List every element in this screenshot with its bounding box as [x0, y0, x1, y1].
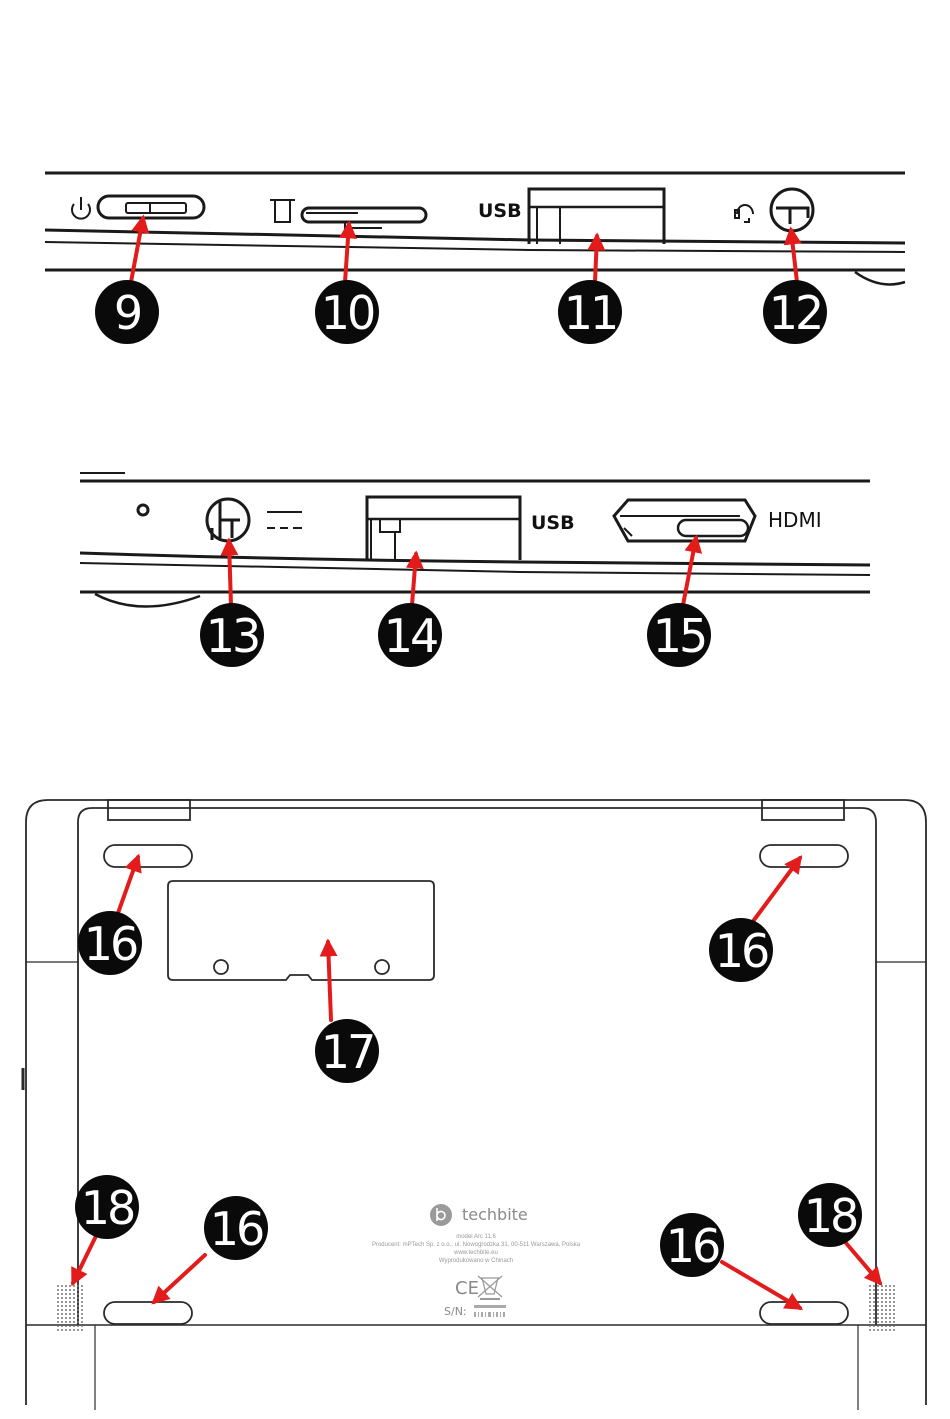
callout-badge-12: 12 — [763, 280, 827, 344]
callout-number: 16 — [715, 924, 768, 978]
callout-arrow-16 — [118, 857, 138, 913]
callout-arrow-10 — [345, 224, 349, 282]
chassis-seam-left — [80, 553, 870, 565]
callout-badge-17: 17 — [315, 1019, 379, 1083]
callout-number: 16 — [666, 1219, 719, 1273]
callout-number: 17 — [321, 1025, 374, 1079]
callout-arrow-11 — [595, 236, 597, 282]
callout-number: 12 — [769, 286, 822, 340]
speaker-grille-right — [868, 1285, 896, 1331]
status-led — [138, 505, 148, 515]
hdmi-port — [614, 500, 755, 541]
callout-arrow-16 — [722, 1262, 800, 1308]
callout-badge-9: 9 — [95, 280, 159, 344]
cover-screw-left — [214, 960, 228, 974]
dc-in-port — [207, 499, 249, 541]
callout-number: 18 — [804, 1189, 857, 1243]
headset-icon — [735, 205, 753, 222]
rubber-foot-top-left — [104, 845, 192, 867]
dc-symbol-icon — [267, 512, 302, 528]
usb-label-right: USB — [478, 200, 522, 222]
rubber-foot-bottom-right — [760, 1302, 848, 1324]
power-icon — [72, 197, 90, 219]
callout-arrow-12 — [791, 230, 797, 282]
callout-number: 16 — [84, 917, 137, 971]
side-view-left — [80, 473, 870, 607]
callout-badge-10: 10 — [315, 280, 379, 344]
callout-number: 14 — [384, 609, 437, 663]
callout-number: 16 — [210, 1202, 263, 1256]
chassis-seam — [45, 230, 905, 243]
callout-number: 13 — [206, 609, 259, 663]
producer-line: Producent: mPTech Sp. z o.o., ul. Nowogr… — [372, 1242, 581, 1248]
callout-arrows — [73, 218, 880, 1308]
usb-label-left: USB — [531, 512, 575, 534]
callout-number: 10 — [321, 286, 374, 340]
hinge-right — [762, 800, 844, 820]
foot-edge-left — [95, 594, 200, 607]
callout-badge-18: 18 — [75, 1175, 139, 1239]
model-line: model Arc 11.6 — [456, 1234, 496, 1240]
callout-number: 11 — [564, 286, 617, 340]
sd-card-icon — [270, 200, 295, 222]
regulatory-label: techbite model Arc 11.6 Producent: mPTec… — [372, 1204, 581, 1318]
callout-badge-13: 13 — [200, 603, 264, 667]
rubber-foot-top-right — [760, 845, 848, 867]
chassis-seam-lower — [45, 242, 905, 252]
microsd-slot — [302, 208, 426, 228]
service-cover — [168, 881, 434, 980]
callout-badge-16: 16 — [660, 1213, 724, 1277]
callout-number: 18 — [81, 1181, 134, 1235]
rubber-foot-bottom-left — [104, 1302, 192, 1324]
power-button — [98, 196, 204, 218]
callout-number: 9 — [114, 286, 141, 340]
speaker-grille-left — [55, 1285, 83, 1331]
callout-arrow-13 — [229, 541, 231, 605]
callout-arrow-9 — [131, 218, 143, 282]
callout-badge-18: 18 — [798, 1183, 862, 1247]
web-line: www.techbite.eu — [453, 1250, 498, 1256]
callout-badge-15: 15 — [647, 603, 711, 667]
weee-bin-icon — [478, 1276, 502, 1299]
hdmi-label: HDMI — [768, 508, 822, 532]
callout-arrow-18 — [846, 1243, 880, 1283]
usb-port-left — [367, 497, 520, 560]
callout-badges: 9 10 11 12 13 14 15 16 16 16 16 17 18 18 — [75, 280, 862, 1277]
bottom-view — [23, 800, 926, 1410]
side-view-right — [45, 173, 905, 284]
serial-label: S/N: — [444, 1305, 467, 1318]
made-in-line: Wyprodukowano w Chinach — [439, 1258, 513, 1264]
callout-badge-16: 16 — [78, 911, 142, 975]
callout-badge-11: 11 — [558, 280, 622, 344]
callout-badge-14: 14 — [378, 603, 442, 667]
callout-arrow-18 — [73, 1236, 96, 1283]
callout-badge-16: 16 — [204, 1196, 268, 1260]
brand-logo-icon — [430, 1204, 452, 1226]
hinge-left — [108, 800, 190, 820]
callout-arrow-16 — [154, 1255, 205, 1302]
ce-mark: CE — [455, 1278, 479, 1299]
callout-number: 15 — [653, 609, 706, 663]
callout-arrow-17 — [328, 942, 331, 1020]
cover-screw-right — [375, 960, 389, 974]
foot-edge — [855, 272, 905, 284]
audio-jack — [771, 189, 813, 231]
serial-barcode — [474, 1305, 506, 1317]
callout-badge-16: 16 — [709, 918, 773, 982]
callout-arrow-15 — [683, 538, 696, 605]
brand-name: techbite — [462, 1205, 528, 1224]
